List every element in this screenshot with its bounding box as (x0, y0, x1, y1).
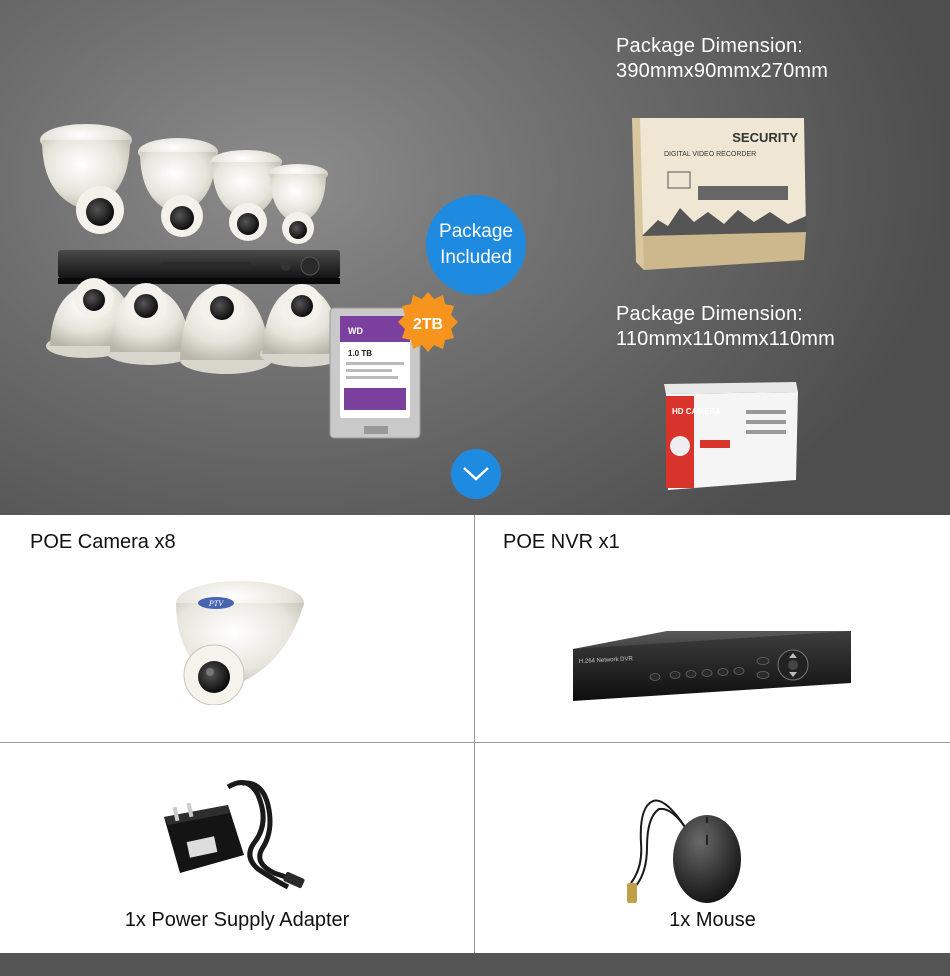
dome-camera-8 (260, 284, 344, 367)
package-included-line2: Included (440, 247, 512, 268)
svg-text:WD: WD (348, 326, 363, 336)
scroll-down-button[interactable] (451, 449, 501, 499)
chevron-down-icon (463, 467, 489, 481)
dome-camera-6 (106, 283, 194, 365)
package-dimension-1: Package Dimension: 390mmx90mmx270mm (616, 34, 828, 84)
package-dimension-2-title: Package Dimension: (616, 303, 804, 325)
svg-text:2TB: 2TB (413, 316, 443, 333)
dvr-unit (58, 250, 340, 284)
dome-camera-1 (40, 124, 132, 234)
item-power-supply-label: 1x Power Supply Adapter (124, 909, 350, 931)
item-cell-nvr: POE NVR x1 H.264 Network DVR (475, 515, 950, 743)
dome-camera-2 (138, 138, 218, 237)
poe-nvr-image: H.264 Network DVR (573, 631, 851, 701)
svg-text:SECURITY: SECURITY (732, 130, 798, 145)
nvr-package-box: SECURITY DIGITAL VIDEO RECORDER (632, 118, 806, 270)
package-banner: WD 1.0 TB 2TB Package Included Package D… (0, 0, 950, 515)
item-mouse-label: 1x Mouse (669, 909, 756, 931)
item-cell-power-supply: 1x Power Supply Adapter (0, 743, 475, 953)
package-dimension-1-value: 390mmx90mmx270mm (616, 60, 829, 82)
dome-camera-7 (180, 284, 272, 374)
power-supply-adapter-image (164, 780, 305, 890)
package-included-badge: Package Included (426, 195, 526, 295)
dome-camera-4 (268, 164, 328, 244)
footer-bar (0, 953, 950, 976)
package-dimension-2-value: 110mmx110mmx110mm (616, 328, 836, 350)
package-dimension-2: Package Dimension: 110mmx110mmx110mm (616, 302, 835, 352)
svg-text:DIGITAL VIDEO RECORDER: DIGITAL VIDEO RECORDER (664, 151, 756, 158)
camera-package-box: HD CAMERA (664, 382, 798, 490)
hdd-capacity-label: 1.0 TB (348, 349, 372, 358)
item-cell-mouse: 1x Mouse (475, 743, 950, 953)
included-items-grid: POE Camera x8 PTV POE N (0, 515, 950, 953)
mouse-image (627, 799, 741, 903)
item-cell-camera: POE Camera x8 PTV (0, 515, 475, 743)
item-camera-label: POE Camera x8 (30, 531, 176, 553)
poe-camera-image: PTV (176, 581, 304, 705)
dome-camera-3 (210, 150, 282, 241)
svg-text:HD CAMERA: HD CAMERA (672, 407, 721, 416)
svg-text:PTV: PTV (208, 599, 224, 608)
item-nvr-label: POE NVR x1 (503, 531, 620, 553)
svg-text:H.264 Network DVR: H.264 Network DVR (579, 656, 634, 665)
package-included-line1: Package (439, 221, 513, 242)
capacity-badge: 2TB (398, 292, 458, 352)
camera-kit-illustration (40, 124, 344, 374)
package-dimension-1-title: Package Dimension: (616, 35, 804, 57)
hard-drive-illustration: WD 1.0 TB (329, 307, 421, 439)
